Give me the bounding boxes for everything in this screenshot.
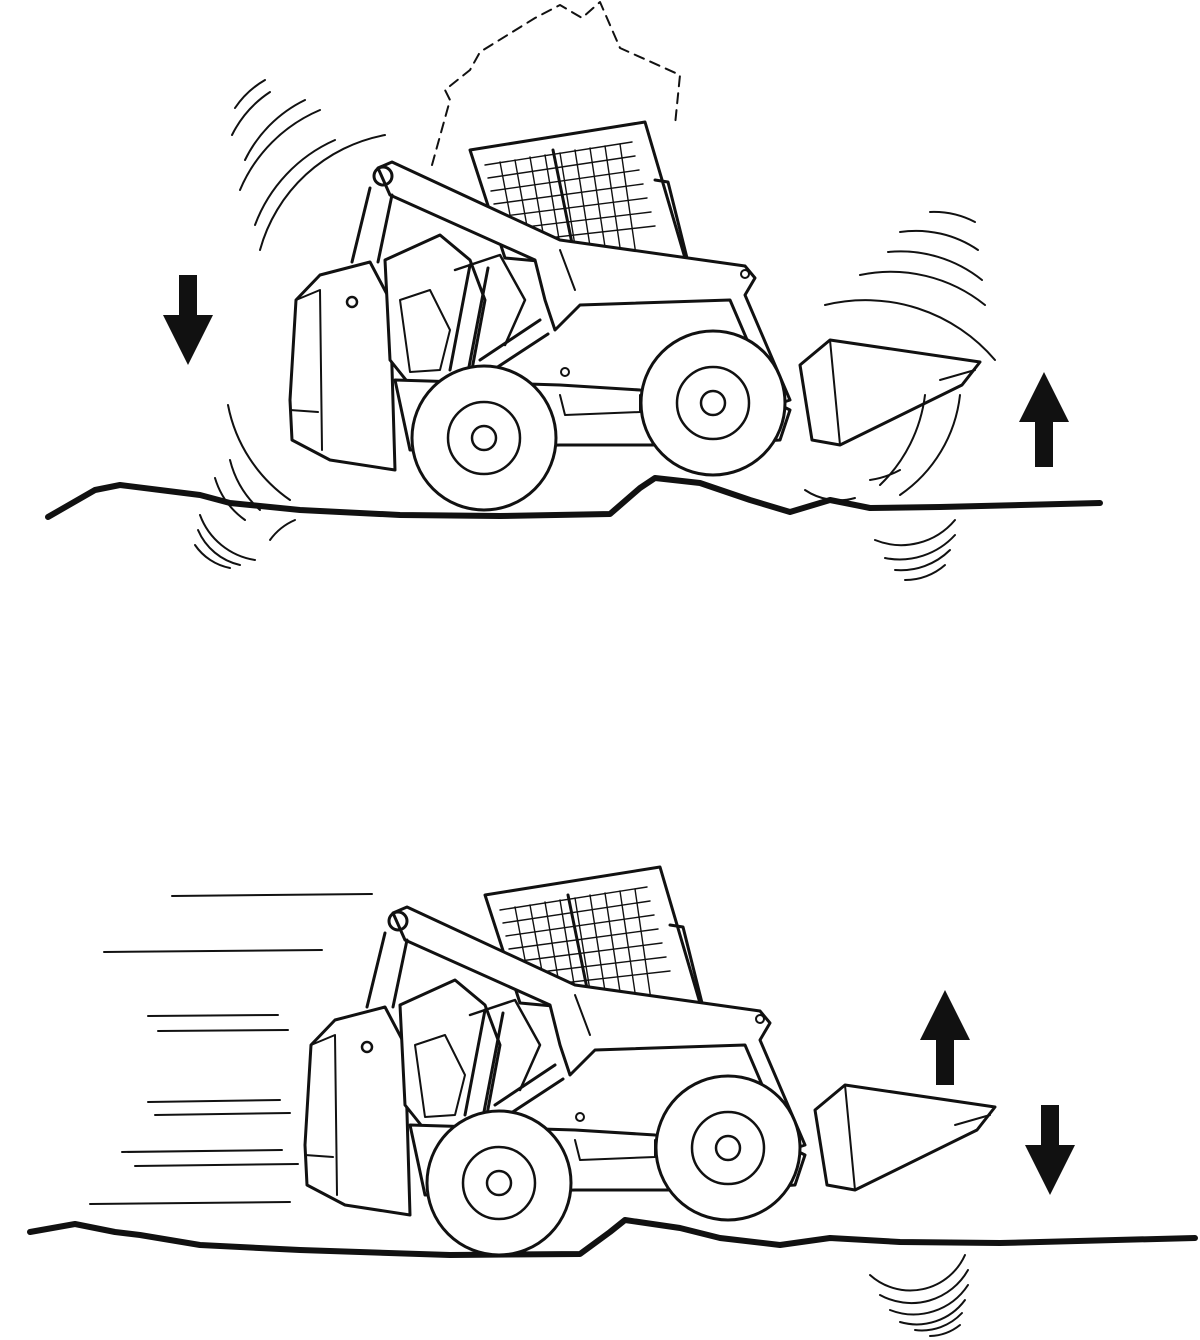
down-arrow-icon — [163, 275, 213, 365]
ground-line-bottom — [27, 1217, 1198, 1258]
skid-steer-loader-bottom — [303, 865, 997, 1257]
speed-lines-icon — [89, 893, 373, 1205]
ground-line-top — [45, 475, 1103, 520]
panel-bottom — [27, 865, 1198, 1337]
vibration-lines-icon — [869, 1254, 969, 1337]
skid-steer-loader-top — [288, 120, 982, 512]
panel-top — [45, 1, 1103, 582]
up-arrow-icon — [1019, 372, 1069, 467]
vibration-lines-icon — [194, 79, 386, 569]
vibration-lines-icon — [804, 210, 996, 582]
tipping-outline — [431, 1, 681, 166]
up-arrow-icon — [920, 990, 970, 1085]
down-arrow-icon — [1025, 1105, 1075, 1195]
